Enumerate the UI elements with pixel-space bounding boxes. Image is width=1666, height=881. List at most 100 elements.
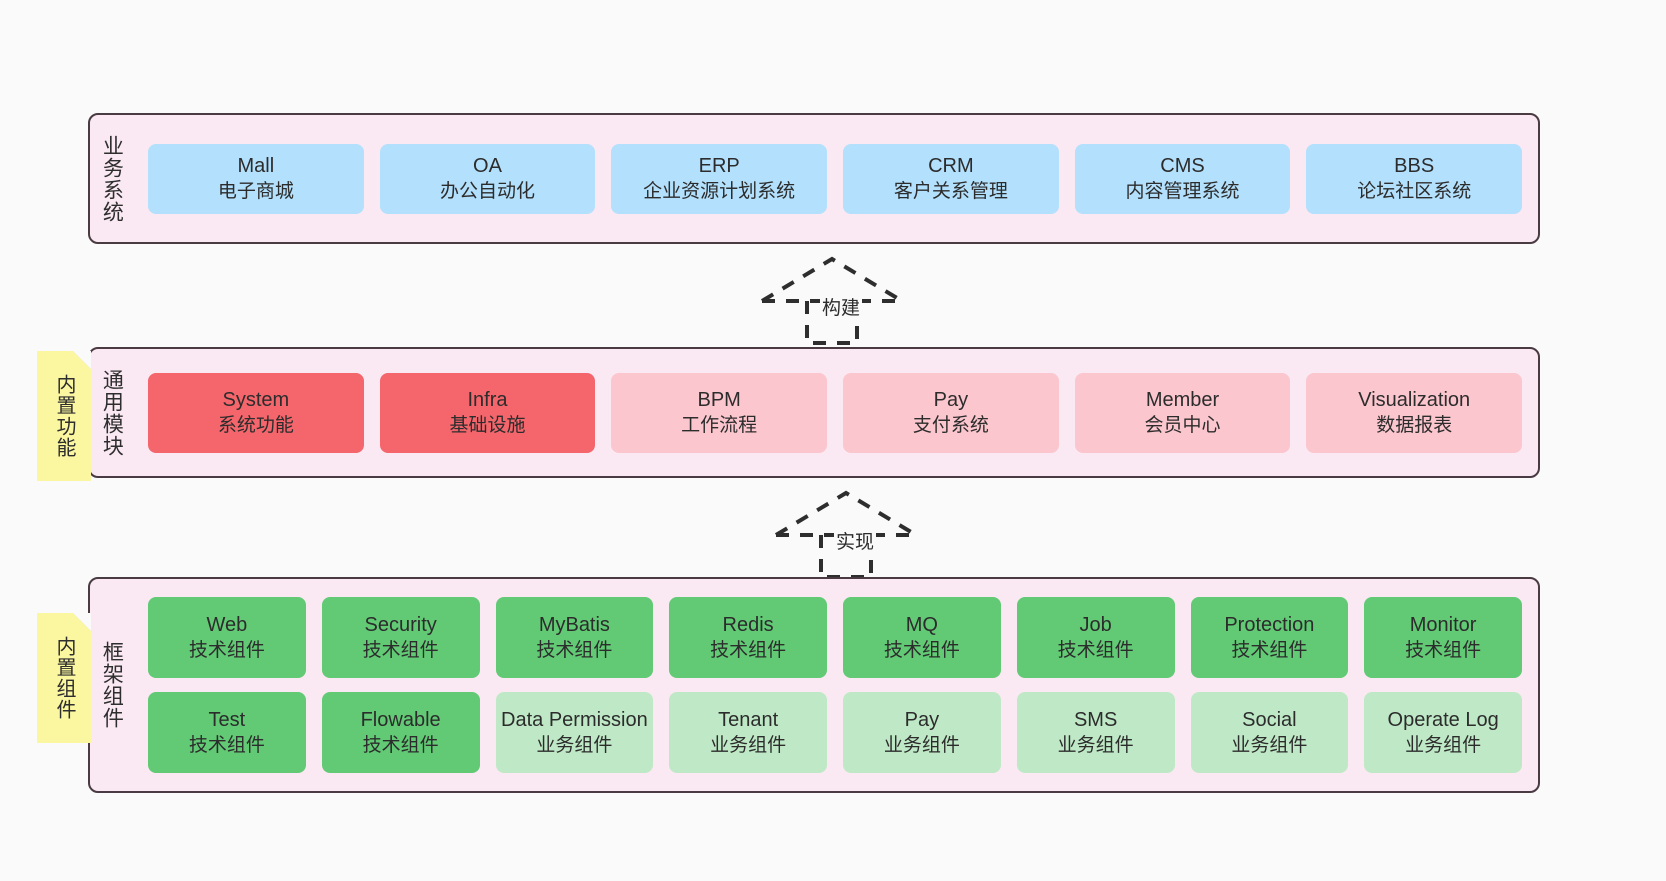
node-mq[interactable]: MQ 技术组件 bbox=[843, 597, 1001, 678]
node-subtitle: 基础设施 bbox=[449, 415, 526, 437]
node-title: CRM bbox=[928, 154, 974, 177]
arrow-implement-label: 实现 bbox=[834, 527, 877, 554]
node-subtitle: 内容管理系统 bbox=[1125, 181, 1240, 203]
node-title: Web bbox=[206, 613, 248, 636]
layer-title-business-system: 业务系统 bbox=[100, 134, 124, 223]
node-data-permission[interactable]: Data Permission 业务组件 bbox=[495, 692, 654, 773]
node-title: MQ bbox=[905, 613, 938, 636]
note-builtin-function: 内置功能 bbox=[37, 351, 91, 481]
node-sms[interactable]: SMS 业务组件 bbox=[1016, 692, 1175, 773]
node-visualization[interactable]: Visualization 数据报表 bbox=[1306, 372, 1523, 453]
layer-row: Test 技术组件 Flowable 技术组件 Data Permission … bbox=[148, 692, 1522, 773]
node-title: CMS bbox=[1160, 154, 1205, 177]
layer-common-module: 通用模块 System 系统功能 Infra 基础设施 BPM 工作流程 Pay… bbox=[88, 347, 1540, 478]
node-title: Monitor bbox=[1409, 613, 1477, 636]
node-operate-log[interactable]: Operate Log 业务组件 bbox=[1364, 692, 1522, 773]
node-social[interactable]: Social 业务组件 bbox=[1190, 692, 1349, 773]
node-subtitle: 技术组件 bbox=[1231, 640, 1308, 662]
node-redis[interactable]: Redis 技术组件 bbox=[669, 597, 827, 678]
node-title: Tenant bbox=[718, 708, 779, 731]
node-subtitle: 技术组件 bbox=[188, 640, 265, 662]
node-subtitle: 技术组件 bbox=[883, 640, 960, 662]
node-title: Redis bbox=[722, 613, 774, 636]
node-monitor[interactable]: Monitor 技术组件 bbox=[1364, 597, 1522, 678]
layer-row: Mall 电子商城 OA 办公自动化 ERP 企业资源计划系统 CRM 客户关系… bbox=[148, 143, 1523, 214]
layer-title-framework-component: 框架组件 bbox=[100, 641, 124, 729]
node-title: Pay bbox=[904, 708, 940, 731]
layer-body-framework-component: Web 技术组件 Security 技术组件 MyBatis 技术组件 Redi… bbox=[132, 579, 1538, 791]
node-title: Pay bbox=[933, 388, 969, 411]
node-subtitle: 业务组件 bbox=[1405, 735, 1482, 757]
arrow-implement: 实现 bbox=[766, 487, 926, 579]
layer-title-common-module: 通用模块 bbox=[100, 368, 124, 457]
node-infra[interactable]: Infra 基础设施 bbox=[379, 372, 596, 453]
node-bbs[interactable]: BBS 论坛社区系统 bbox=[1306, 143, 1523, 214]
arrow-build-icon bbox=[760, 256, 904, 345]
node-title: OA bbox=[473, 154, 502, 177]
node-crm[interactable]: CRM 客户关系管理 bbox=[843, 143, 1059, 214]
node-title: Operate Log bbox=[1387, 708, 1499, 731]
arrow-implement-icon bbox=[774, 490, 918, 579]
node-flowable[interactable]: Flowable 技术组件 bbox=[321, 692, 480, 773]
node-member[interactable]: Member 会员中心 bbox=[1074, 372, 1291, 453]
node-title: BBS bbox=[1394, 154, 1435, 177]
node-cms[interactable]: CMS 内容管理系统 bbox=[1074, 143, 1291, 214]
node-subtitle: 技术组件 bbox=[1057, 640, 1134, 662]
layer-body-business-system: Mall 电子商城 OA 办公自动化 ERP 企业资源计划系统 CRM 客户关系… bbox=[132, 115, 1538, 242]
node-pay-module[interactable]: Pay 支付系统 bbox=[843, 372, 1059, 453]
node-subtitle: 技术组件 bbox=[536, 640, 613, 662]
node-security[interactable]: Security 技术组件 bbox=[321, 597, 480, 678]
note-builtin-component: 内置组件 bbox=[37, 613, 91, 743]
node-title: Test bbox=[208, 708, 246, 731]
node-title: MyBatis bbox=[538, 613, 610, 636]
node-title: System bbox=[222, 388, 290, 411]
node-subtitle: 办公自动化 bbox=[440, 181, 536, 203]
node-subtitle: 业务组件 bbox=[1231, 735, 1308, 757]
node-title: SMS bbox=[1073, 708, 1118, 731]
node-title: Protection bbox=[1224, 613, 1315, 636]
node-erp[interactable]: ERP 企业资源计划系统 bbox=[611, 143, 828, 214]
node-title: BPM bbox=[697, 388, 741, 411]
node-subtitle: 工作流程 bbox=[681, 415, 758, 437]
node-oa[interactable]: OA 办公自动化 bbox=[379, 143, 596, 214]
arrow-build: 构建 bbox=[752, 253, 912, 345]
node-title: Member bbox=[1145, 388, 1220, 411]
node-title: Social bbox=[1242, 708, 1297, 731]
node-subtitle: 业务组件 bbox=[1057, 735, 1134, 757]
node-subtitle: 客户关系管理 bbox=[893, 181, 1008, 203]
node-title: Visualization bbox=[1358, 388, 1471, 411]
node-bpm[interactable]: BPM 工作流程 bbox=[611, 372, 828, 453]
node-tenant[interactable]: Tenant 业务组件 bbox=[669, 692, 827, 773]
node-system[interactable]: System 系统功能 bbox=[148, 372, 364, 453]
node-subtitle: 数据报表 bbox=[1376, 415, 1453, 437]
node-subtitle: 业务组件 bbox=[883, 735, 960, 757]
node-subtitle: 技术组件 bbox=[188, 735, 265, 757]
node-subtitle: 业务组件 bbox=[710, 735, 787, 757]
node-mall[interactable]: Mall 电子商城 bbox=[148, 143, 364, 214]
node-web[interactable]: Web 技术组件 bbox=[148, 597, 306, 678]
node-subtitle: 技术组件 bbox=[362, 640, 439, 662]
node-subtitle: 支付系统 bbox=[912, 415, 989, 437]
node-title: Data Permission bbox=[501, 708, 648, 731]
layer-row: System 系统功能 Infra 基础设施 BPM 工作流程 Pay 支付系统… bbox=[148, 372, 1523, 453]
node-title: Flowable bbox=[360, 708, 441, 731]
layer-row: Web 技术组件 Security 技术组件 MyBatis 技术组件 Redi… bbox=[148, 597, 1522, 678]
node-job[interactable]: Job 技术组件 bbox=[1016, 597, 1175, 678]
node-test[interactable]: Test 技术组件 bbox=[148, 692, 306, 773]
node-subtitle: 业务组件 bbox=[536, 735, 613, 757]
node-title: Security bbox=[364, 613, 437, 636]
node-subtitle: 技术组件 bbox=[1405, 640, 1482, 662]
layer-framework-component: 框架组件 Web 技术组件 Security 技术组件 MyBatis 技术组件… bbox=[88, 577, 1540, 793]
node-pay-component[interactable]: Pay 业务组件 bbox=[843, 692, 1001, 773]
node-subtitle: 论坛社区系统 bbox=[1357, 181, 1472, 203]
node-protection[interactable]: Protection 技术组件 bbox=[1190, 597, 1349, 678]
node-subtitle: 企业资源计划系统 bbox=[643, 181, 796, 203]
node-subtitle: 系统功能 bbox=[217, 415, 294, 437]
arrow-build-label: 构建 bbox=[820, 293, 863, 320]
node-mybatis[interactable]: MyBatis 技术组件 bbox=[495, 597, 654, 678]
node-subtitle: 技术组件 bbox=[362, 735, 439, 757]
node-subtitle: 会员中心 bbox=[1144, 415, 1221, 437]
node-subtitle: 技术组件 bbox=[710, 640, 787, 662]
node-title: Mall bbox=[237, 154, 275, 177]
node-subtitle: 电子商城 bbox=[217, 181, 294, 203]
